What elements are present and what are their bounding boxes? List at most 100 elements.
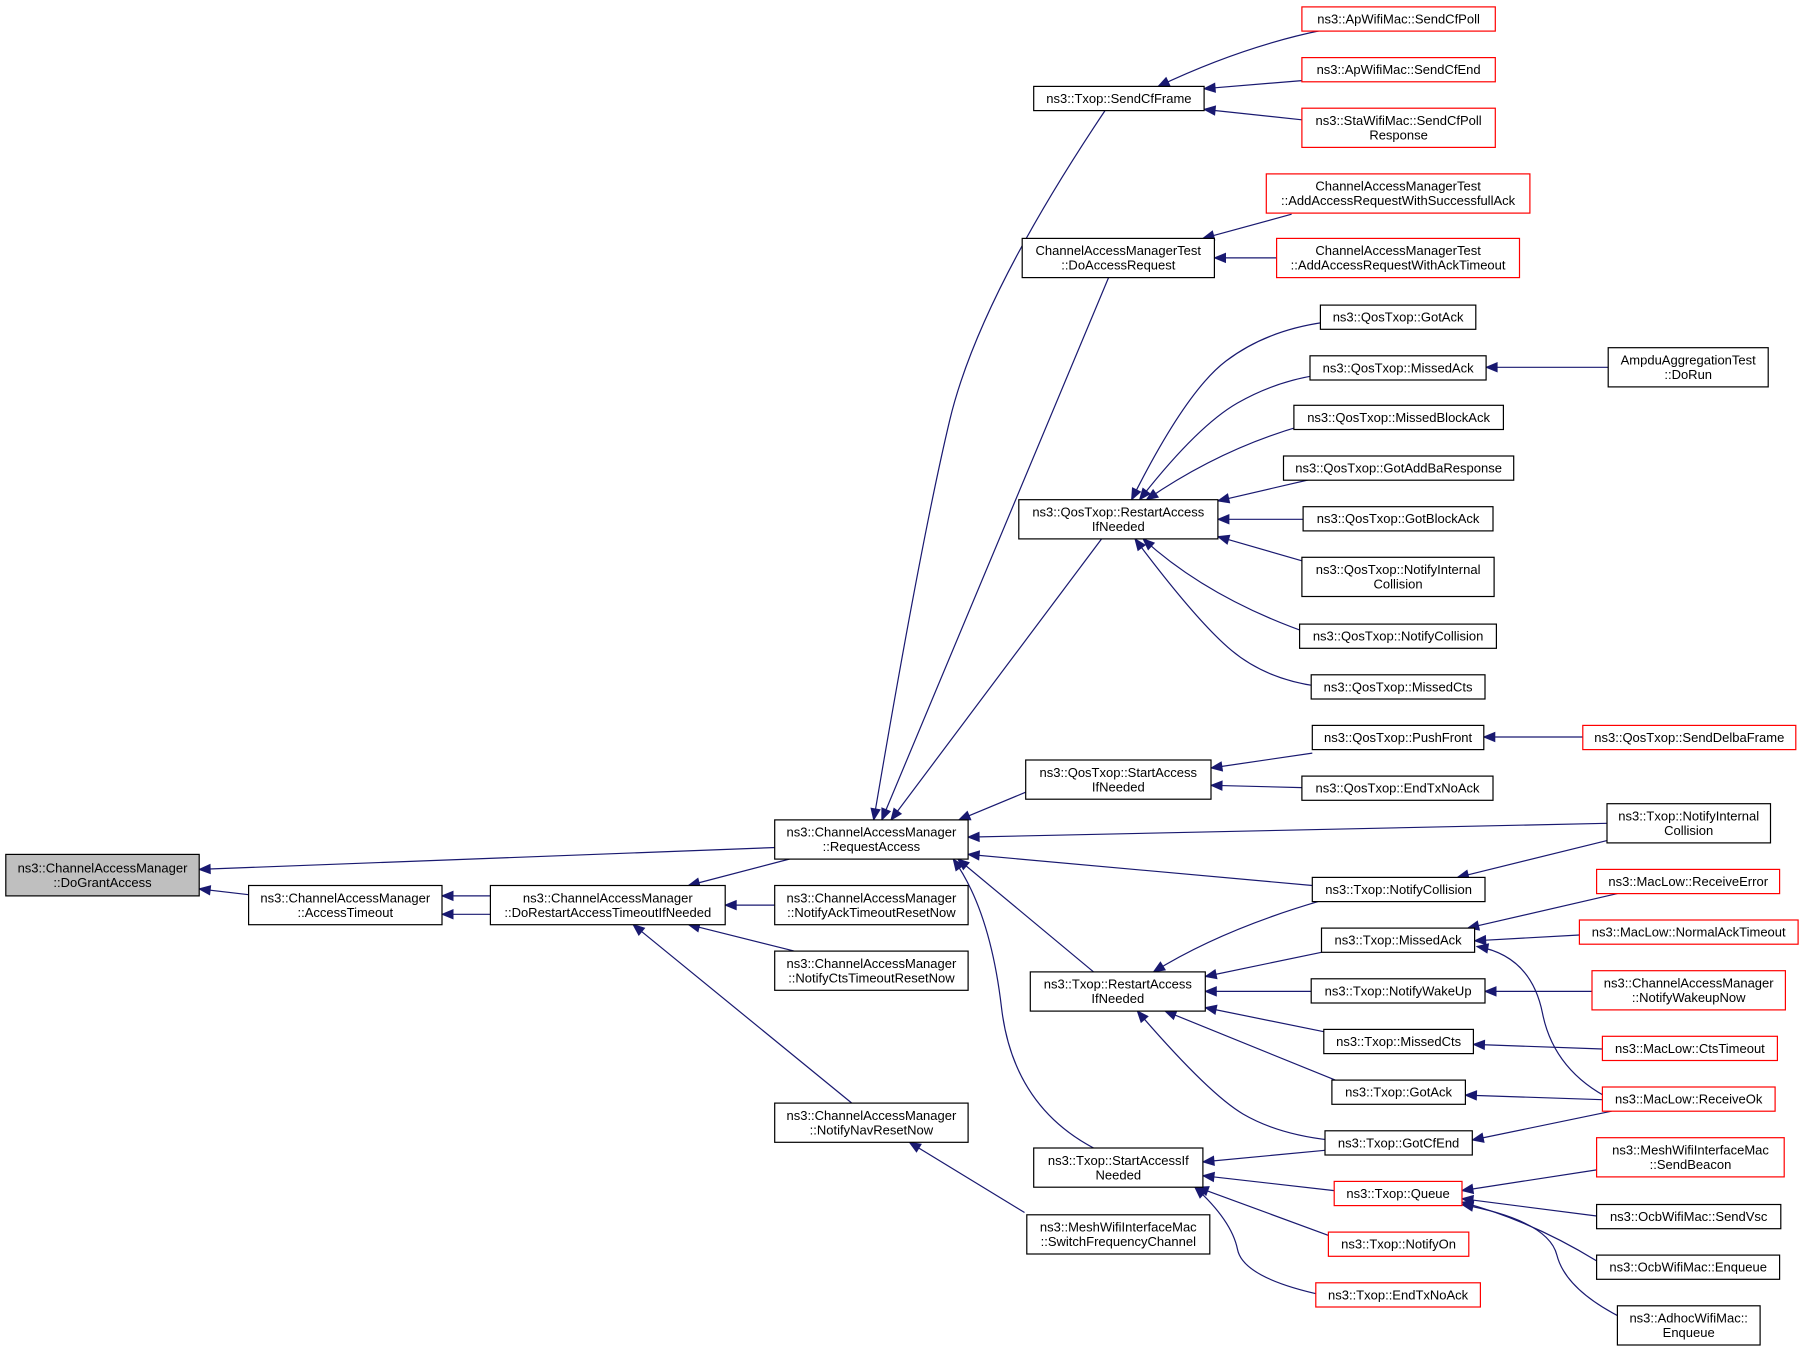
node-qosNotifyCollision[interactable]: ns3::QosTxop::NotifyCollision <box>1298 623 1497 649</box>
node-requestAccess[interactable]: ns3::ChannelAccessManager::RequestAccess <box>774 819 969 860</box>
edge-arrowhead <box>1138 487 1151 501</box>
edge-line <box>1457 840 1608 878</box>
node-box <box>1301 556 1495 598</box>
node-box <box>1026 1214 1211 1255</box>
node-apSendCfPoll[interactable]: ns3::ApWifiMac::SendCfPoll <box>1301 6 1496 32</box>
edge-line <box>1139 373 1324 501</box>
node-qosMissedAck[interactable]: ns3::QosTxop::MissedAck <box>1309 355 1487 381</box>
node-label: ns3::QosTxop::NotifyCollision <box>1313 629 1484 644</box>
node-ampdu[interactable]: AmpduAggregationTest::DoRun <box>1607 347 1769 388</box>
node-apSendCfEnd[interactable]: ns3::ApWifiMac::SendCfEnd <box>1301 56 1496 83</box>
node-camNotifyWakeup[interactable]: ns3::ChannelAccessManager::NotifyWakeupN… <box>1591 970 1786 1011</box>
node-box <box>1310 674 1486 700</box>
edge-qosRestart-qosGotAck <box>1131 321 1324 501</box>
node-ocbSendVsc[interactable]: ns3::OcbWifiMac::SendVsc <box>1595 1203 1782 1230</box>
node-macNormalAckTo[interactable]: ns3::MacLow::NormalAckTimeout <box>1578 919 1799 945</box>
node-box <box>1275 237 1521 279</box>
edges-layer <box>197 29 1624 1320</box>
node-sendCfFrame[interactable]: ns3::Txop::SendCfFrame <box>1033 85 1205 112</box>
edge-line <box>1467 893 1618 929</box>
edge-txopMissedCts-macCtsTimeout <box>1472 1039 1603 1051</box>
node-box <box>1310 978 1486 1004</box>
edge-arrowhead <box>1204 1004 1218 1016</box>
node-camtDoAccess[interactable]: ChannelAccessManagerTest::DoAccessReques… <box>1021 237 1216 279</box>
edge-notifyNavReset-meshSwitch <box>908 1141 1025 1214</box>
edge-arrowhead <box>1472 1039 1486 1051</box>
node-label: Response <box>1369 128 1428 143</box>
node-box <box>1021 237 1216 279</box>
edge-arrowhead <box>1213 252 1226 264</box>
edge-root-requestAccess <box>197 846 776 875</box>
node-camtAddAckTo[interactable]: ChannelAccessManagerTest::AddAccessReque… <box>1275 237 1521 279</box>
node-qosSendDelba[interactable]: ns3::QosTxop::SendDelbaFrame <box>1582 724 1797 751</box>
node-txopEndTxNoAck[interactable]: ns3::Txop::EndTxNoAck <box>1315 1282 1482 1308</box>
edge-qosStart-qosPushFront <box>1209 752 1313 772</box>
node-txopNotifyCollision[interactable]: ns3::Txop::NotifyCollision <box>1311 876 1486 903</box>
node-adhocEnqueue[interactable]: ns3::AdhocWifiMac::Enqueue <box>1616 1305 1761 1346</box>
node-meshSendBeacon[interactable]: ns3::MeshWifiInterfaceMac::SendBeacon <box>1595 1137 1785 1178</box>
node-qosPushFront[interactable]: ns3::QosTxop::PushFront <box>1311 724 1485 751</box>
edge-camtDoAccess-camtAddSucc <box>1201 213 1292 241</box>
edge-line <box>952 858 1094 1149</box>
node-qosGotAck[interactable]: ns3::QosTxop::GotAck <box>1319 304 1477 330</box>
node-box <box>1601 1086 1776 1112</box>
edge-arrowhead <box>1201 1155 1215 1166</box>
edge-arrowhead <box>966 831 980 843</box>
node-box <box>1319 304 1477 330</box>
edge-line <box>1476 945 1612 1101</box>
node-box <box>1616 1305 1761 1346</box>
edge-line <box>1465 1094 1603 1101</box>
node-label: ns3::AdhocWifiMac:: <box>1629 1311 1748 1326</box>
node-txopMissedAck[interactable]: ns3::Txop::MissedAck <box>1320 927 1476 953</box>
edge-txopGotCfEnd-macReceiveOk <box>1471 1110 1612 1143</box>
node-notifyCtsReset[interactable]: ns3::ChannelAccessManager::NotifyCtsTime… <box>774 950 969 991</box>
edge-txopStart-txopGotCfEnd <box>1201 1149 1326 1166</box>
node-label: ::SendBeacon <box>1650 1157 1732 1172</box>
node-accessTimeout[interactable]: ns3::ChannelAccessManager::AccessTimeout <box>248 884 443 926</box>
node-label: ::AddAccessRequestWithSuccessfullAck <box>1281 193 1516 208</box>
node-ocbEnqueue[interactable]: ns3::OcbWifiMac::Enqueue <box>1595 1254 1781 1280</box>
node-doRestart[interactable]: ns3::ChannelAccessManager::DoRestartAcce… <box>489 884 726 926</box>
node-qosMissedCts[interactable]: ns3::QosTxop::MissedCts <box>1310 674 1486 700</box>
node-macReceiveOk[interactable]: ns3::MacLow::ReceiveOk <box>1601 1086 1776 1112</box>
edge-arrowhead <box>1482 731 1496 743</box>
edge-line <box>890 538 1103 821</box>
node-notifyAckReset[interactable]: ns3::ChannelAccessManager::NotifyAckTime… <box>774 884 969 926</box>
node-qosMissedBlockAck[interactable]: ns3::QosTxop::MissedBlockAck <box>1293 404 1505 431</box>
node-label: ns3::QosTxop::EndTxNoAck <box>1315 781 1480 796</box>
node-txopNotifyOn[interactable]: ns3::Txop::NotifyOn <box>1327 1231 1470 1257</box>
node-camtAddSucc[interactable]: ChannelAccessManagerTest::AddAccessReque… <box>1265 173 1531 214</box>
node-box <box>1298 623 1497 649</box>
node-qosGotBlockAck[interactable]: ns3::QosTxop::GotBlockAck <box>1302 506 1494 532</box>
node-label: ChannelAccessManagerTest <box>1315 243 1481 258</box>
edge-txopQueue-meshSendBeacon <box>1460 1169 1597 1195</box>
edge-arrowhead <box>952 857 965 872</box>
node-meshSwitch[interactable]: ns3::MeshWifiInterfaceMac::SwitchFrequen… <box>1026 1214 1211 1255</box>
node-txopGotCfEnd[interactable]: ns3::Txop::GotCfEnd <box>1324 1130 1473 1156</box>
edge-line <box>1136 1010 1330 1141</box>
edge-line <box>632 924 853 1104</box>
edge-arrowhead <box>881 807 892 822</box>
node-box <box>1315 1282 1482 1308</box>
node-qosEndTxNoAck[interactable]: ns3::QosTxop::EndTxNoAck <box>1301 775 1494 801</box>
node-macReceiveError[interactable]: ns3::MacLow::ReceiveError <box>1595 868 1781 895</box>
node-qosGotAddBa[interactable]: ns3::QosTxop::GotAddBaResponse <box>1282 455 1515 481</box>
node-label: ns3::MacLow::ReceiveError <box>1608 874 1768 889</box>
edge-qosRestart-qosGotBlockAck <box>1216 514 1304 525</box>
node-box <box>1595 1203 1782 1230</box>
node-notifyNavReset[interactable]: ns3::ChannelAccessManager::NotifyNavRese… <box>774 1102 969 1143</box>
node-txopNotifyWakeUp[interactable]: ns3::Txop::NotifyWakeUp <box>1310 978 1486 1004</box>
node-txopMissedCts[interactable]: ns3::Txop::MissedCts <box>1323 1028 1475 1055</box>
node-macCtsTimeout[interactable]: ns3::MacLow::CtsTimeout <box>1601 1035 1779 1062</box>
node-box <box>1591 970 1786 1011</box>
node-txopQueue[interactable]: ns3::Txop::Queue <box>1333 1180 1463 1207</box>
node-txopGotAck[interactable]: ns3::Txop::GotAck <box>1331 1079 1467 1105</box>
edge-line <box>1205 951 1322 978</box>
